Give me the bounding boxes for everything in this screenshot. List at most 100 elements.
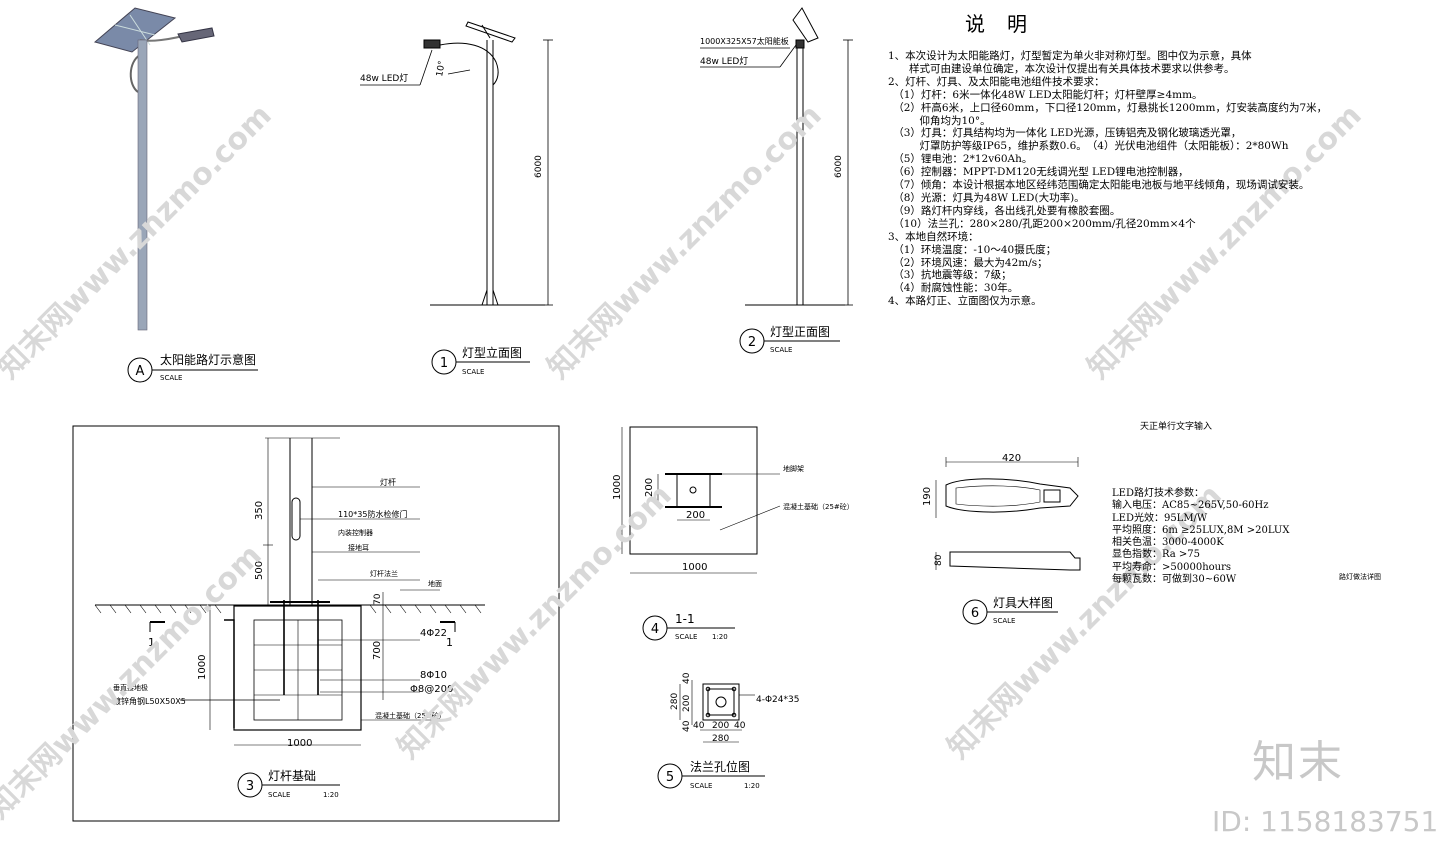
- view-4-dim-1000h: 1000: [682, 562, 707, 573]
- view-3-title: 3 灯杆基础 SCALE 1:20: [237, 769, 340, 799]
- view-3-dim-1000v: 1000: [197, 655, 208, 680]
- view-1-lamp-label: 48w LED灯: [360, 73, 408, 84]
- note-line: （7）倾角：本设计根据本地区经纬范围确定太阳能电池板与地平线倾角，现场调试安装。: [888, 179, 1310, 192]
- note-line: （1）灯杆：6米一体化48W LED太阳能灯杆；灯杆壁厚≥4mm。: [888, 88, 1203, 101]
- view-1-num: 1: [440, 356, 448, 371]
- view-3-pole-label: 灯杆: [380, 477, 396, 487]
- view-1-angle: 10°: [435, 60, 448, 77]
- note-line: 3、本地自然环境：: [888, 230, 979, 243]
- view-3-dim-70: 70: [373, 593, 383, 605]
- view-5-title-text: 法兰孔位图: [690, 759, 750, 774]
- view-2-lamp-label: 48w LED灯: [700, 56, 748, 67]
- view-4-anchor-label: 地脚架: [783, 464, 804, 473]
- design-notes: 1、本次设计为太阳能路灯，灯型暂定为单火非对称灯型。图中仅为示意，具体 样式可由…: [888, 50, 1428, 308]
- note-line: 4、本路灯正、立面图仅为示意。: [888, 295, 1042, 308]
- view-5-dim-280v: 280: [670, 693, 680, 710]
- view-3-scale: SCALE: [268, 791, 290, 799]
- view-4-concrete-label: 混凝土基础（25#砼）: [783, 502, 854, 511]
- view-6-dim-420: 420: [1002, 453, 1021, 464]
- view-5-dim-40a: 40: [682, 672, 692, 684]
- note-line: （1）环境温度：-10～40摄氏度；: [888, 243, 1057, 256]
- led-param-line: 平均寿命：>50000hours: [1112, 561, 1232, 573]
- notes-title: 说明: [965, 12, 1049, 36]
- note-line: （6）控制器：MPPT-DM120无线调光型 LED锂电池控制器，: [888, 166, 1189, 179]
- note-line: 灯罩防护等级IP65，维护系数0.6。 （4）光伏电池组件（太阳能板）：2*80…: [888, 140, 1289, 153]
- view-1-elevation: [360, 21, 553, 306]
- view-a-num: A: [136, 364, 145, 379]
- view-3-dim-1000h: 1000: [287, 738, 312, 749]
- view-6-caption: 路灯做法详图: [1339, 572, 1381, 581]
- solar-light-illustration: [93, 7, 215, 331]
- view-2-height: 6000: [834, 155, 844, 178]
- view-2-title-text: 灯型正面图: [770, 325, 830, 339]
- note-line: （2）杆高6米，上口径60mm，下口径120mm，灯悬挑长1200mm，灯安装高…: [888, 101, 1328, 114]
- view-6-scale: SCALE: [993, 617, 1015, 625]
- view-5-ratio: 1:20: [744, 782, 760, 790]
- led-param-line: 相关色温：3000-4000K: [1112, 537, 1224, 549]
- view-2-num: 2: [748, 335, 756, 350]
- note-line: （8）光源：灯具为48W LED(大功率)。: [888, 191, 1085, 204]
- view-3-door-label: 110*35防水检修门: [338, 509, 407, 519]
- view-3-title-text: 灯杆基础: [268, 769, 316, 783]
- view-3-dim-350: 350: [254, 501, 265, 520]
- view-3-dim-700: 700: [372, 641, 383, 660]
- watermark-4: 知末网www.znzmo.com: [0, 538, 269, 826]
- view-3-vert2: 镀锌角钢L50X50X5: [113, 696, 186, 706]
- view-1-title: 1 灯型立面图 SCALE: [431, 345, 530, 376]
- led-param-line: 显色指数：Ra >75: [1112, 549, 1201, 561]
- view-5-scale: SCALE: [690, 782, 712, 790]
- note-line: 仰角均为10°。: [888, 114, 991, 127]
- note-line: （3）灯具：灯具结构均为一体化 LED光源，压铸铝壳及钢化玻璃透光罩，: [888, 127, 1242, 140]
- note-line: （2）环境风速：最大为42m/s；: [888, 256, 1048, 269]
- led-param-line: LED路灯技术参数：: [1112, 488, 1204, 499]
- view-4-dim-200h: 200: [686, 510, 705, 521]
- view-6-dim-80: 80: [934, 554, 944, 566]
- view-5-dim-40d: 40: [734, 721, 746, 731]
- view-3-concrete-label: 混凝土基础（25#砼）: [375, 711, 446, 720]
- view-3-section-left: 1: [148, 636, 155, 649]
- view-4-ratio: 1:20: [712, 633, 728, 641]
- led-param-line: 输入电压：AC85~265V,50-60Hz: [1112, 500, 1269, 512]
- view-4-dim-1000v: 1000: [612, 475, 623, 500]
- view-3-ground-ear-label: 接地耳: [348, 543, 369, 552]
- led-header: 天正单行文字输入: [1140, 420, 1212, 432]
- view-a-title-text: 太阳能路灯示意图: [160, 352, 256, 367]
- view-4-title-text: 1-1: [675, 612, 695, 626]
- view-3-rebar3: Φ8@200: [410, 684, 453, 695]
- note-line: （10）法兰孔：280×280/孔距200×200mm/孔径20mm×4个: [888, 217, 1196, 230]
- view-5-holes-label: 4-Φ24*35: [756, 695, 799, 705]
- view-2-title: 2 灯型正面图 SCALE: [739, 325, 840, 354]
- view-3-ground-label: 地面: [428, 579, 442, 588]
- view-3-foundation: [72, 425, 560, 822]
- view-4-section: [621, 426, 781, 574]
- view-5-dim-40c: 40: [693, 721, 705, 731]
- view-3-num: 3: [246, 779, 254, 794]
- note-line: （5）锂电池：2*12v60Ah。: [888, 153, 1033, 166]
- watermark-5: 知末网www.znzmo.com: [391, 478, 679, 766]
- view-3-flange-label: 灯杆法兰: [370, 569, 398, 578]
- watermark-logo: 知末: [1252, 737, 1344, 788]
- view-5-dim-280h: 280: [712, 734, 729, 744]
- led-param-line: 每颗瓦数：可做到30~60W: [1112, 574, 1237, 586]
- view-5-flange: [679, 680, 755, 743]
- view-4-title: 4 1-1 SCALE 1:20: [642, 612, 735, 641]
- view-4-num: 4: [651, 622, 659, 637]
- view-3-rebar1: 4Φ22: [420, 628, 447, 639]
- watermark-id: ID: 1158183751: [1212, 805, 1439, 838]
- view-4-scale: SCALE: [675, 633, 697, 641]
- note-line: （3）抗地震等级：7级；: [888, 269, 1012, 282]
- note-line: 1、本次设计为太阳能路灯，灯型暂定为单火非对称灯型。图中仅为示意，具体: [888, 50, 1252, 62]
- view-6-title: 6 灯具大样图 SCALE: [962, 595, 1058, 625]
- view-2-scale: SCALE: [770, 346, 792, 354]
- view-3-section-right: 1: [446, 636, 453, 649]
- note-line: （9）路灯杆内穿线，各出线孔处要有橡胶套圈。: [888, 204, 1121, 217]
- view-6-lamp-detail: [935, 457, 1081, 571]
- view-6-num: 6: [971, 606, 979, 621]
- view-2-front: [700, 7, 853, 306]
- view-3-ratio: 1:20: [323, 791, 339, 799]
- note-line: 样式可由建设单位确定，本次设计仅提出有关具体技术要求以供参考。: [888, 62, 1235, 75]
- view-5-dim-200v: 200: [682, 695, 692, 712]
- view-a-title: A 太阳能路灯示意图 SCALE: [127, 352, 258, 383]
